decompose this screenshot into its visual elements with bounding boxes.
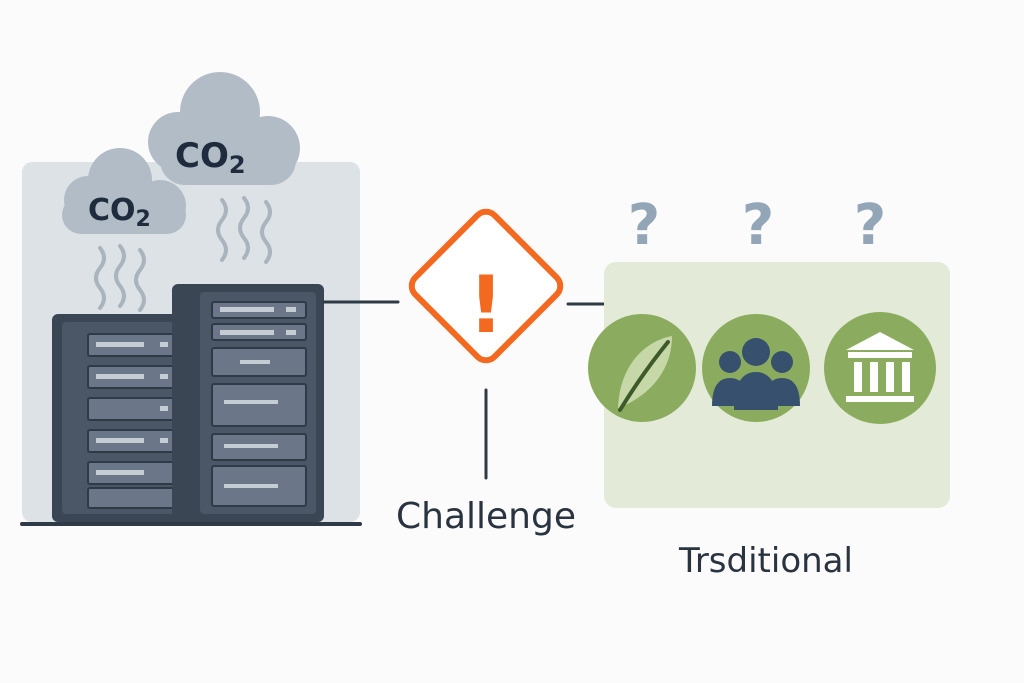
co2-label: CO [88, 193, 136, 228]
co2-cloud-large: CO2 [148, 72, 300, 185]
co2-subscript: 2 [229, 151, 246, 179]
svg-text:CO2: CO2 [175, 136, 246, 179]
server-rack-left [52, 314, 192, 522]
co2-label: CO [175, 136, 229, 176]
question-marks: ? ? ? [628, 193, 886, 258]
co2-subscript: 2 [136, 207, 151, 232]
challenge-label: Challenge [396, 496, 576, 537]
leaf-icon [588, 314, 696, 422]
emission-waves [94, 196, 272, 312]
traditional-label: Trsditional [678, 541, 853, 581]
community-icon [702, 314, 810, 422]
connectors [322, 300, 610, 480]
question-mark-icon: ? [854, 193, 886, 258]
question-mark-icon: ? [742, 193, 774, 258]
co2-cloud-small: CO2 [62, 148, 186, 234]
svg-text:CO2: CO2 [88, 193, 151, 232]
warning-icon: ! [408, 208, 564, 364]
warning-symbol: ! [468, 261, 504, 351]
institution-icon [824, 312, 936, 424]
server-rack-right [172, 284, 324, 522]
question-mark-icon: ? [628, 193, 660, 258]
